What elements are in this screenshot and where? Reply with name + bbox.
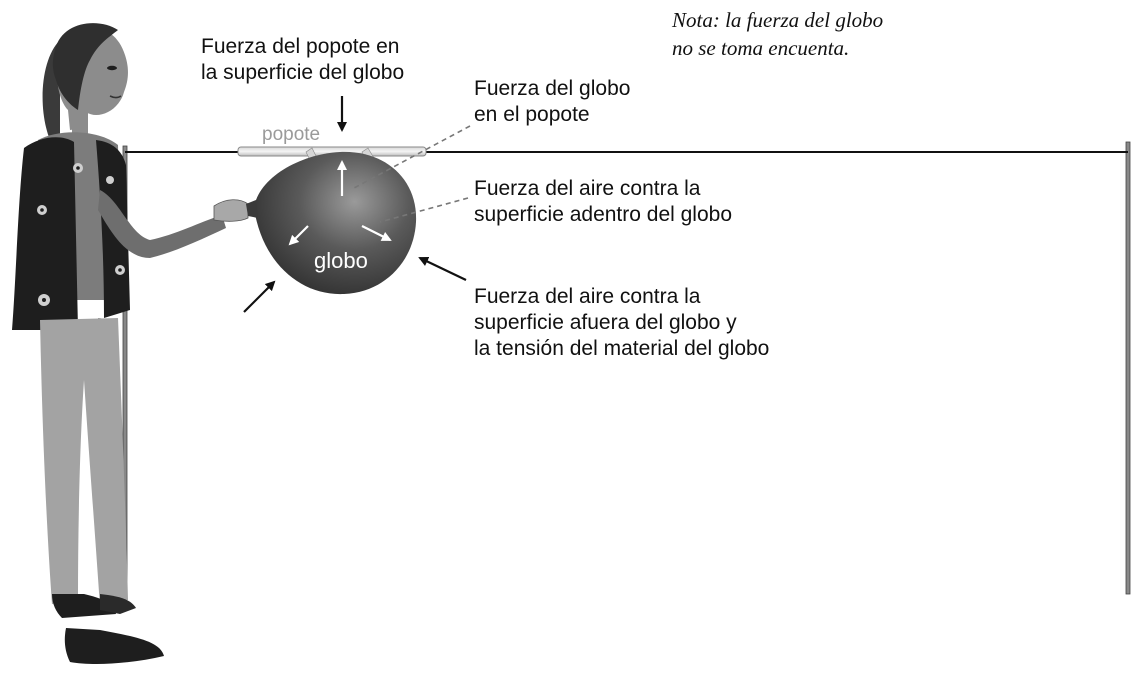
label-balloon: globo xyxy=(314,248,368,273)
air-outside-arrow-left xyxy=(243,280,276,313)
air-outside-arrow-right xyxy=(418,256,467,281)
outside-force-arrows xyxy=(243,96,467,313)
inside-force-arrows xyxy=(288,160,392,246)
leader-air-inside xyxy=(379,197,469,223)
label-air-inside: Fuerza del aire contra la superficie ade… xyxy=(474,177,733,226)
balloon xyxy=(246,151,417,295)
right-white-arrow xyxy=(361,225,392,241)
note-text: Nota: la fuerza del globo no se toma enc… xyxy=(672,6,883,62)
note-line-1: Nota: la fuerza del globo xyxy=(672,8,884,32)
label-air-outside: Fuerza del aire contra la superficie afu… xyxy=(474,285,770,360)
right-post xyxy=(1125,141,1131,595)
label-balloon-on-straw: Fuerza del globo en el popote xyxy=(474,77,631,126)
girl-figure xyxy=(12,23,249,664)
leader-lines xyxy=(353,125,471,223)
label-straw-on-balloon: Fuerza del popote en la superficie del g… xyxy=(201,35,405,84)
note-line-2: no se toma encuenta. xyxy=(672,36,850,60)
left-white-arrow xyxy=(288,225,309,246)
label-straw: popote xyxy=(262,124,321,145)
leader-balloon-on-straw xyxy=(353,125,471,189)
